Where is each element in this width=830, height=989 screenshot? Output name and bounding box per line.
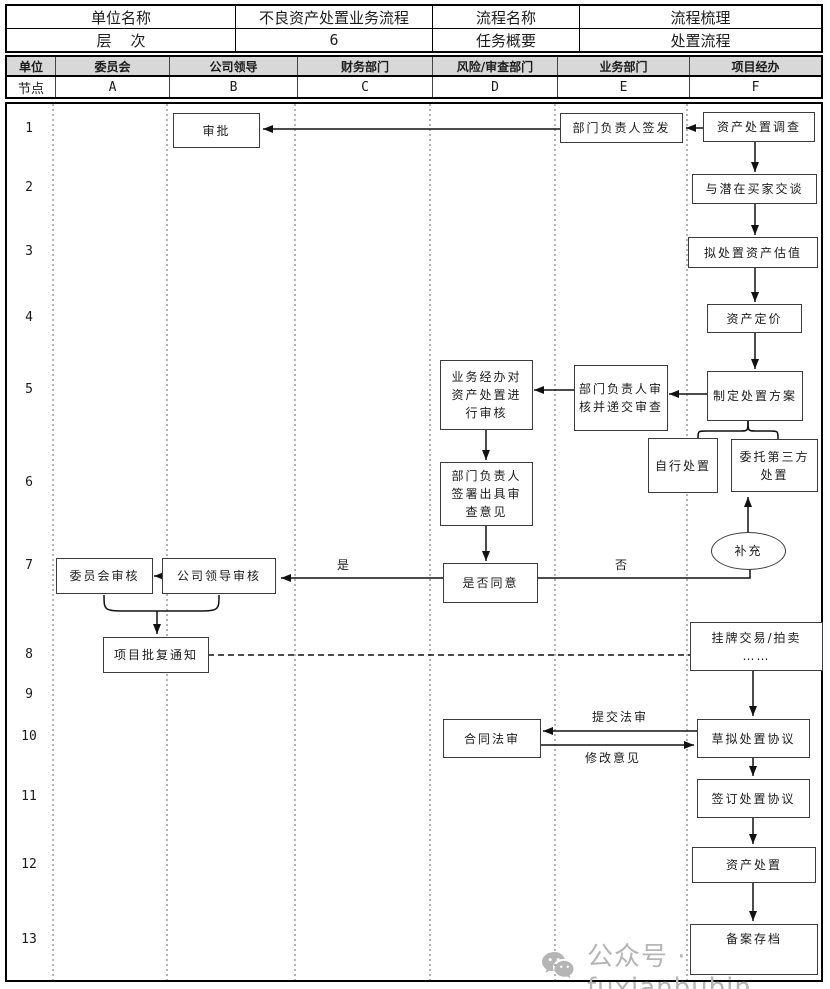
row-number-5: 5 <box>25 382 33 397</box>
node-draft-agreement: 草拟处置协议 <box>697 719 810 758</box>
node-code-c: C <box>297 77 432 97</box>
node-make-plan: 制定处置方案 <box>707 371 803 421</box>
node-valuation: 拟处置资产估值 <box>688 237 818 268</box>
node-code-b: B <box>169 77 297 97</box>
lane-risk-review-dept: 风险/审查部门 <box>432 57 557 75</box>
edge-label-no: 否 <box>614 558 629 572</box>
row-number-4: 4 <box>25 310 33 325</box>
node-listing-auction: 挂牌交易/拍卖 …… <box>690 622 823 671</box>
lane-project-handler: 项目经办 <box>689 57 821 75</box>
node-supplement: 补充 <box>711 532 786 570</box>
node-approval-notice: 项目批复通知 <box>103 637 209 673</box>
edge-label-yes: 是 <box>336 558 351 572</box>
node-self-dispose: 自行处置 <box>648 438 718 493</box>
edge-label-submit-legal: 提交法审 <box>591 710 648 724</box>
node-sign-opinion: 部门负责人签署出具审查意见 <box>440 462 533 526</box>
node-code-row: 节点 A B C D E F <box>5 76 823 99</box>
row-number-1: 1 <box>25 121 33 136</box>
row-number-9: 9 <box>25 687 33 702</box>
unit-name-value: 不良资产处置业务流程 <box>235 6 432 28</box>
level-label: 层 次 <box>96 31 146 50</box>
process-name-label: 流程名称 <box>432 6 579 28</box>
watermark: 公众号 · fuxianbubin <box>541 936 830 989</box>
node-handler-review: 业务经办对资产处置进行审核 <box>440 360 533 430</box>
lane-finance-dept: 财务部门 <box>297 57 432 75</box>
node-contract-review: 合同法审 <box>443 719 541 758</box>
node-asset-survey: 资产处置调查 <box>703 112 815 142</box>
node-code-f: F <box>689 77 821 97</box>
row-number-8: 8 <box>25 647 33 662</box>
node-dept-head-submit: 部门负责人审核并递交审查 <box>574 365 668 431</box>
level-value: 6 <box>235 29 432 51</box>
node-sign-agreement: 签订处置协议 <box>697 779 810 818</box>
meta-row-1: 单位名称 不良资产处置业务流程 流程名称 流程梳理 <box>7 6 821 29</box>
row-number-12: 12 <box>21 857 37 872</box>
lane-committee: 委员会 <box>55 57 169 75</box>
flow-area <box>5 102 823 982</box>
node-pricing: 资产定价 <box>707 304 802 333</box>
node-agree-decision: 是否同意 <box>443 563 538 603</box>
task-value: 处置流程 <box>579 29 821 51</box>
node-code-e: E <box>557 77 689 97</box>
lane-business-dept: 业务部门 <box>557 57 689 75</box>
task-label: 任务概要 <box>432 29 579 51</box>
node-dept-head-issue: 部门负责人签发 <box>560 113 683 143</box>
node-header: 节点 <box>17 81 44 97</box>
node-asset-disposal: 资产处置 <box>692 847 816 883</box>
edge-label-revision: 修改意见 <box>584 751 641 765</box>
node-third-party: 委托第三方处置 <box>731 439 818 492</box>
node-talk-buyers: 与潜在买家交谈 <box>692 174 817 204</box>
row-number-3: 3 <box>25 244 33 259</box>
unit-name-label: 单位名称 <box>90 8 151 27</box>
lane-header-row: 单位 委员会 公司领导 财务部门 风险/审查部门 业务部门 项目经办 <box>5 55 823 77</box>
node-archive: 备案存档 <box>690 924 818 975</box>
unit-header: 单位 <box>18 59 43 74</box>
meta-table: 单位名称 不良资产处置业务流程 流程名称 流程梳理 层 次 6 任务概要 处置流… <box>5 4 823 53</box>
row-number-10: 10 <box>21 729 37 744</box>
row-number-6: 6 <box>25 475 33 490</box>
node-committee-review: 委员会审核 <box>56 558 153 594</box>
process-name-value: 流程梳理 <box>579 6 821 28</box>
row-number-7: 7 <box>25 558 33 573</box>
watermark-text: 公众号 · fuxianbubin <box>587 942 752 989</box>
meta-row-2: 层 次 6 任务概要 处置流程 <box>7 29 821 51</box>
node-code-d: D <box>432 77 557 97</box>
wechat-icon <box>541 950 579 989</box>
node-leader-review: 公司领导审核 <box>162 558 276 594</box>
row-number-11: 11 <box>21 789 37 804</box>
row-number-2: 2 <box>25 180 33 195</box>
row-number-13: 13 <box>21 932 37 947</box>
lane-company-leaders: 公司领导 <box>169 57 297 75</box>
node-code-a: A <box>55 77 169 97</box>
node-approve: 审批 <box>173 113 260 148</box>
